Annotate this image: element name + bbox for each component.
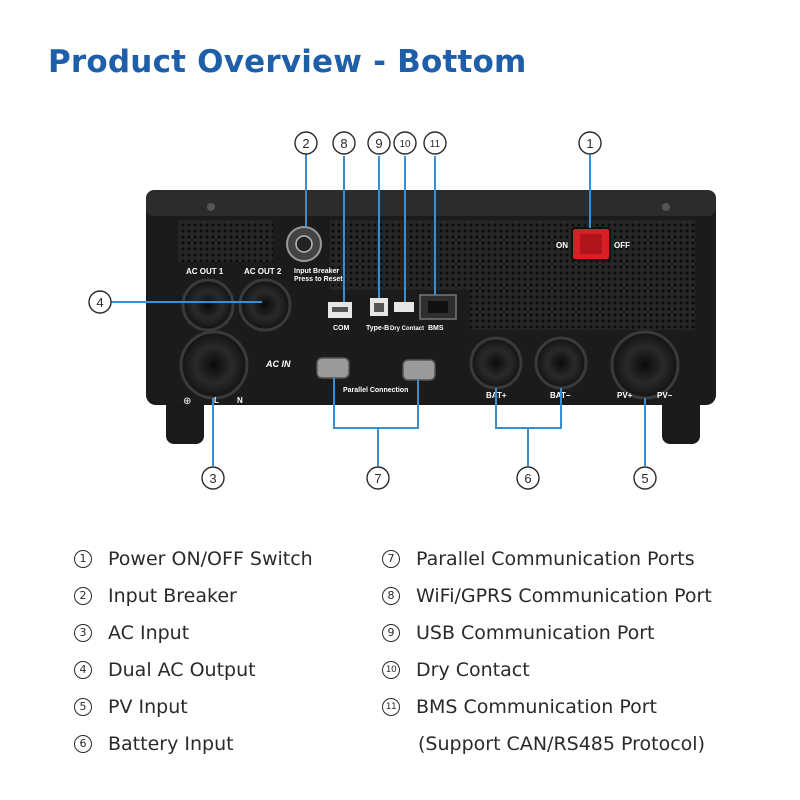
callout-2: 2 [294, 131, 318, 155]
legend-text: Dry Contact [416, 658, 530, 681]
legend-number: 6 [74, 734, 92, 753]
legend-text: USB Communication Port [416, 621, 655, 644]
legend-number: 1 [74, 549, 92, 568]
legend-number: 8 [382, 586, 400, 605]
callout-6: 6 [516, 466, 540, 490]
svg-text:10: 10 [399, 139, 411, 150]
pv-minus-label: PV− [657, 391, 673, 400]
legend-item: 9 USB Communication Port [382, 614, 782, 651]
callout-10: 10 [393, 131, 417, 155]
dry-contact-label: Dry Contact [390, 326, 424, 332]
bms-port-inner [428, 301, 448, 313]
legend-text: PV Input [108, 695, 188, 718]
callout-9: 9 [367, 131, 391, 155]
callout-4: 4 [88, 290, 112, 314]
type-b-port-inner [374, 303, 384, 312]
callout-5: 5 [633, 466, 657, 490]
ac-out-2-label: AC OUT 2 [244, 267, 282, 276]
legend-item: 11 BMS Communication Port [382, 688, 782, 725]
legend-text: Power ON/OFF Switch [108, 547, 313, 570]
parallel-port-2[interactable] [402, 359, 436, 381]
n-label: N [237, 396, 243, 405]
ac-out-2-gland [238, 278, 292, 332]
legend-item: 10 Dry Contact [382, 651, 782, 688]
legend-right: 7 Parallel Communication Ports 8 WiFi/GP… [382, 540, 782, 762]
pv-plus-label: PV+ [617, 391, 633, 400]
vent-left [178, 220, 273, 262]
legend-text: AC Input [108, 621, 190, 644]
svg-text:4: 4 [96, 295, 103, 310]
legend-number: 9 [382, 623, 400, 642]
screw-right [662, 203, 670, 211]
ground-label: ⊕ [183, 396, 191, 407]
foot-left [166, 398, 204, 444]
callout-8: 8 [332, 131, 356, 155]
l-label: L [214, 396, 219, 405]
legend-number: 5 [74, 697, 92, 716]
legend-number: 3 [74, 623, 92, 642]
legend-item: 5 PV Input [74, 688, 374, 725]
legend-item: 8 WiFi/GPRS Communication Port [382, 577, 782, 614]
legend-number: 10 [382, 660, 400, 679]
svg-text:2: 2 [302, 136, 309, 151]
parallel-port-1[interactable] [316, 357, 350, 379]
leader-lines [111, 154, 646, 466]
legend-text: Input Breaker [108, 584, 237, 607]
svg-text:1: 1 [586, 136, 593, 151]
legend-text: Parallel Communication Ports [416, 547, 695, 570]
svg-text:9: 9 [375, 136, 382, 151]
power-switch-rocker [580, 234, 602, 254]
svg-text:3: 3 [209, 471, 216, 486]
page-title: Product Overview - Bottom [48, 44, 527, 80]
bms-label: BMS [428, 325, 444, 332]
foot-right [662, 398, 700, 444]
legend-text: BMS Communication Port [416, 695, 657, 718]
legend-note: (Support CAN/RS485 Protocol) [418, 732, 705, 755]
legend-item: 6 Battery Input [74, 725, 374, 762]
pv-gland [610, 330, 680, 400]
dry-contact-port[interactable] [394, 302, 414, 312]
ac-in-label: AC IN [265, 359, 291, 369]
inverter-bottom-diagram: ON OFF Input Breaker Press to Reset AC O… [88, 131, 716, 490]
legend-left: 1 Power ON/OFF Switch 2 Input Breaker 3 … [74, 540, 374, 762]
legend-number: 11 [382, 697, 400, 716]
callout-11: 11 [423, 131, 447, 155]
legend-item: 3 AC Input [74, 614, 374, 651]
legend-number: 4 [74, 660, 92, 679]
svg-text:11: 11 [430, 139, 441, 150]
legend-item: 1 Power ON/OFF Switch [74, 540, 374, 577]
ac-in-gland [179, 330, 249, 400]
svg-text:6: 6 [524, 471, 531, 486]
input-breaker-button [295, 235, 313, 253]
svg-text:7: 7 [374, 471, 381, 486]
com-label: COM [333, 325, 350, 332]
legend-item: 2 Input Breaker [74, 577, 374, 614]
legend-number: 7 [382, 549, 400, 568]
bracket-7 [333, 378, 419, 429]
legend-item: 7 Parallel Communication Ports [382, 540, 782, 577]
legend-text: Dual AC Output [108, 658, 256, 681]
legend-number: 2 [74, 586, 92, 605]
switch-on-label: ON [556, 241, 568, 250]
parallel-connection-label: Parallel Connection [343, 387, 408, 394]
ac-out-1-label: AC OUT 1 [186, 267, 224, 276]
bat-minus-gland [534, 336, 588, 390]
input-breaker-label-2: Press to Reset [294, 276, 343, 283]
input-breaker-label-1: Input Breaker [294, 268, 339, 275]
screw-left [207, 203, 215, 211]
callout-3: 3 [201, 466, 225, 490]
legend-text: WiFi/GPRS Communication Port [416, 584, 712, 607]
bat-plus-gland [469, 336, 523, 390]
svg-text:8: 8 [340, 136, 347, 151]
legend-text: Battery Input [108, 732, 234, 755]
type-b-label: Type-B [366, 325, 389, 332]
switch-off-label: OFF [614, 241, 630, 250]
callout-7: 7 [366, 466, 390, 490]
com-port-inner [332, 307, 348, 312]
device-top-lip [146, 190, 716, 216]
callout-1: 1 [578, 131, 602, 155]
legend-item: 4 Dual AC Output [74, 651, 374, 688]
svg-text:5: 5 [641, 471, 648, 486]
ac-out-1-gland [181, 278, 235, 332]
